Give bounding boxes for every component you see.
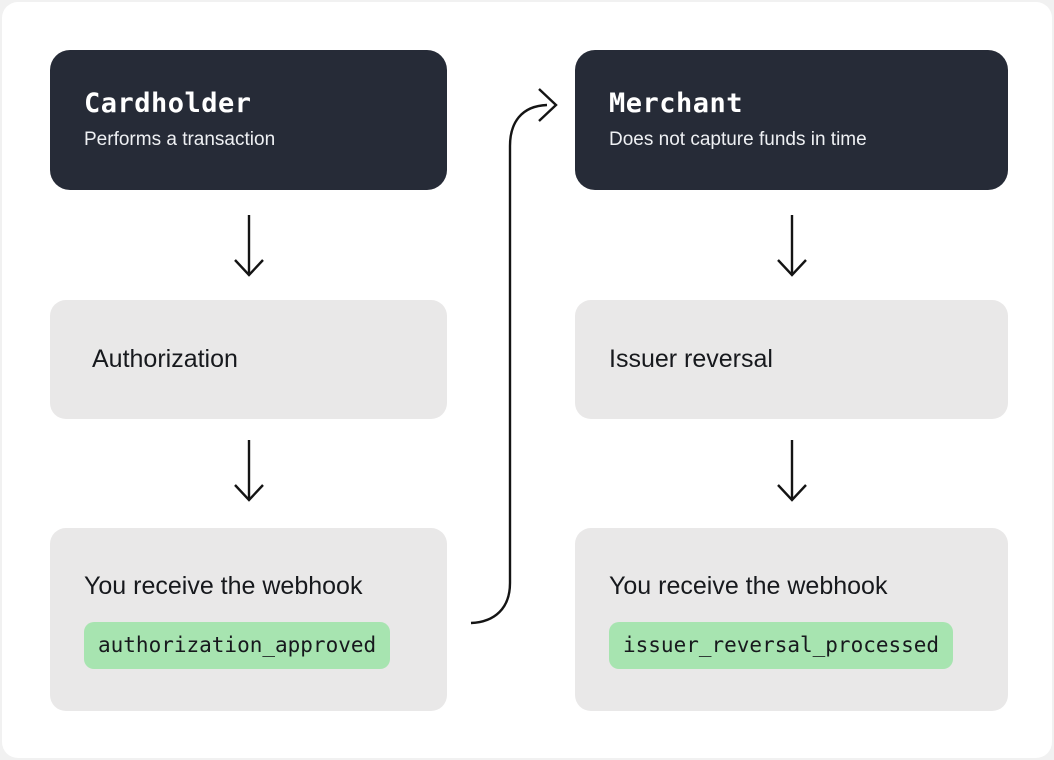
webhook-box-authorization-approved: You receive the webhook authorization_ap… [50, 528, 447, 711]
webhook-box-issuer-reversal-processed: You receive the webhook issuer_reversal_… [575, 528, 1008, 711]
arrow-down-icon [234, 215, 264, 277]
arrow-down-icon [234, 440, 264, 502]
actor-title: Cardholder [84, 88, 252, 119]
actor-subtitle: Does not capture funds in time [609, 129, 867, 150]
actor-box-cardholder: Cardholder Performs a transaction [50, 50, 447, 190]
arrow-down-icon [777, 440, 807, 502]
webhook-event-badge: issuer_reversal_processed [609, 621, 954, 669]
actor-title: Merchant [609, 88, 744, 119]
step-box-authorization: Authorization [50, 300, 447, 419]
webhook-label: You receive the webhook [84, 571, 363, 600]
webhook-event-badge: authorization_approved [84, 621, 391, 669]
actor-subtitle: Performs a transaction [84, 129, 276, 150]
step-label: Authorization [92, 345, 238, 373]
step-label: Issuer reversal [609, 345, 773, 373]
step-box-issuer-reversal: Issuer reversal [575, 300, 1008, 419]
actor-box-merchant: Merchant Does not capture funds in time [575, 50, 1008, 190]
curved-arrow-icon [470, 88, 558, 625]
arrow-down-icon [777, 215, 807, 277]
webhook-label: You receive the webhook [609, 571, 888, 600]
